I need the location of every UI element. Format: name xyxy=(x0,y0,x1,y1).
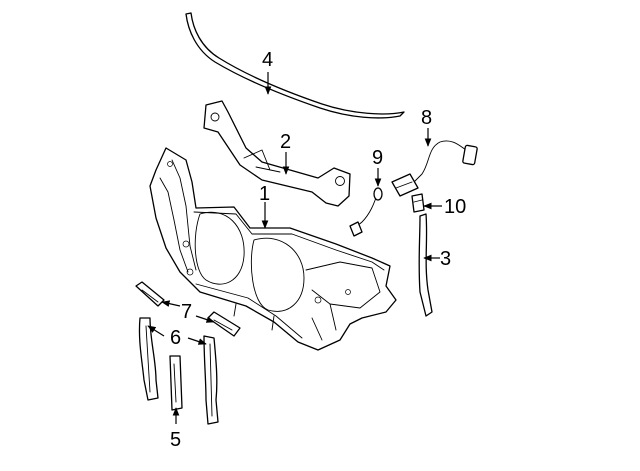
part-6-air-guide-right[interactable] xyxy=(203,335,219,425)
part-7-deflector-left[interactable] xyxy=(135,281,165,307)
part-3-side-strip[interactable] xyxy=(418,213,433,317)
part-6-air-guide-left[interactable] xyxy=(138,317,159,401)
callout-9: 9 xyxy=(372,147,383,169)
part-2-upper-bracket[interactable] xyxy=(203,100,351,207)
part-4-seal-strip[interactable] xyxy=(185,12,405,119)
part-9-sensor[interactable] xyxy=(349,187,383,237)
part-8-sensor-harness[interactable] xyxy=(391,140,478,197)
callout-3: 3 xyxy=(440,248,451,270)
callout-10: 10 xyxy=(444,196,466,218)
callout-5: 5 xyxy=(170,429,181,451)
callout-8: 8 xyxy=(421,107,432,129)
callout-2: 2 xyxy=(280,131,291,153)
callout-1: 1 xyxy=(259,183,270,205)
part-10-clip[interactable] xyxy=(411,193,425,213)
part-7-deflector-right[interactable] xyxy=(207,311,241,337)
part-1-radiator-support[interactable] xyxy=(149,147,397,351)
callout-6: 6 xyxy=(170,327,181,349)
leader-lines xyxy=(147,72,442,424)
callout-4: 4 xyxy=(262,49,273,71)
callout-7: 7 xyxy=(181,301,192,323)
part-5-seal[interactable] xyxy=(169,355,183,411)
